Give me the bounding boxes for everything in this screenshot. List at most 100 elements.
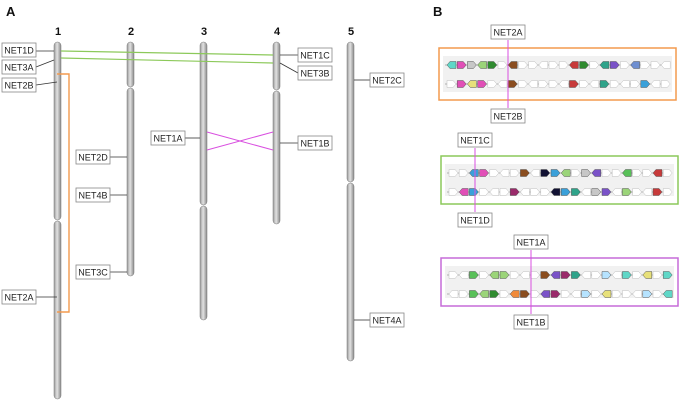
gene-arrow (520, 188, 530, 196)
gene-label-net3b: NET3B (297, 65, 333, 81)
gene-arrow (569, 80, 579, 88)
gene-arrow (446, 80, 457, 88)
gene-arrow (601, 271, 612, 279)
gene-arrow (507, 61, 518, 69)
gene-arrow (571, 188, 581, 196)
gene-arrow (622, 290, 632, 298)
gene-arrow (548, 61, 559, 69)
synteny-label-bottom: NET1B (513, 314, 549, 330)
gene-arrow (487, 80, 498, 88)
gene-arrow (642, 188, 653, 196)
gene-arrow (599, 61, 610, 69)
gene-arrow (579, 61, 589, 69)
gene-arrow (650, 80, 661, 88)
gene-arrow (560, 169, 571, 177)
gene-arrow (518, 61, 528, 69)
gene-arrow (489, 290, 500, 298)
gene-arrow (487, 61, 498, 69)
gene-arrow (611, 169, 622, 177)
chromosome-5-label: 5 (348, 26, 354, 38)
gene-arrow (458, 188, 469, 196)
gene-arrow (499, 271, 510, 279)
gene-arrow (589, 80, 600, 88)
gene-label-net2d: NET2D (75, 149, 111, 165)
gene-arrow (530, 169, 540, 177)
gene-arrow (448, 188, 459, 196)
gene-arrow (469, 169, 479, 177)
gene-arrow (520, 169, 530, 177)
gene-label-net1d: NET1D (1, 42, 37, 58)
gene-arrow (479, 290, 489, 298)
gene-arrow (611, 290, 622, 298)
gene-arrow (499, 188, 510, 196)
gene-arrow (509, 290, 520, 298)
gene-label-net2c: NET2C (369, 72, 405, 88)
chromosome-2 (126, 41, 135, 277)
gene-arrow (538, 80, 549, 88)
gene-label-net3a: NET3A (1, 59, 37, 75)
gene-label-net4b: NET4B (75, 187, 111, 203)
gene-arrow (467, 80, 477, 88)
gene-arrow (560, 188, 571, 196)
gene-arrow (489, 271, 500, 279)
gene-arrow (499, 290, 510, 298)
gene-arrow (622, 188, 632, 196)
gene-arrow (581, 188, 591, 196)
gene-arrow (458, 169, 469, 177)
gene-arrow (662, 188, 673, 196)
gene-arrow (652, 290, 663, 298)
gene-arrow (530, 188, 540, 196)
gene-arrow (448, 169, 459, 177)
gene-arrow (591, 169, 602, 177)
gene-arrow (622, 271, 632, 279)
gene-arrow (540, 271, 551, 279)
svg-text:NET3C: NET3C (78, 268, 108, 278)
svg-text:NET1D: NET1D (460, 216, 490, 226)
gene-arrow (518, 80, 528, 88)
gene-arrow (609, 80, 620, 88)
gene-arrow (601, 169, 612, 177)
gene-label-net3c: NET3C (75, 264, 111, 280)
svg-text:NET2C: NET2C (372, 76, 402, 86)
chromosome-1-label: 1 (55, 26, 61, 38)
gene-arrow (642, 271, 653, 279)
gene-arrow (620, 80, 630, 88)
gene-arrow (540, 169, 551, 177)
gene-arrow (550, 188, 561, 196)
gene-arrow (477, 80, 487, 88)
gene-arrow (479, 271, 489, 279)
svg-text:NET2B: NET2B (493, 112, 522, 122)
chromosome-3 (199, 41, 208, 321)
panel-b-label: B (433, 4, 442, 19)
gene-label-net2a: NET2A (1, 289, 37, 305)
gene-arrow (448, 290, 459, 298)
svg-text:NET1D: NET1D (4, 46, 34, 56)
gene-arrow (630, 61, 640, 69)
gene-arrow (520, 290, 530, 298)
gene-label-net1a: NET1A (150, 130, 186, 146)
gene-arrow (550, 271, 561, 279)
synteny-label-top: NET1A (513, 234, 549, 250)
chromosome-4-label: 4 (274, 26, 281, 38)
svg-text:NET3A: NET3A (4, 63, 33, 73)
synteny-label-bottom: NET2B (490, 108, 526, 124)
gene-arrow (652, 169, 663, 177)
synteny-panel-net1a: NET1A NET1B (440, 234, 679, 330)
gene-arrow (632, 188, 642, 196)
svg-text:NET2A: NET2A (4, 293, 33, 303)
gene-arrow (456, 80, 467, 88)
gene-label-net2b: NET2B (1, 77, 37, 93)
gene-label-net1b: NET1B (297, 135, 333, 151)
gene-arrow (456, 61, 467, 69)
gene-label-net1c: NET1C (297, 47, 333, 63)
gene-arrow (467, 61, 477, 69)
svg-text:NET1A: NET1A (153, 134, 182, 144)
gene-arrow (479, 188, 489, 196)
gene-arrow (630, 80, 640, 88)
svg-text:NET2B: NET2B (4, 81, 33, 91)
gene-arrow (489, 188, 500, 196)
gene-arrow (622, 169, 632, 177)
svg-text:NET1B: NET1B (300, 139, 329, 149)
gene-arrow (548, 80, 559, 88)
